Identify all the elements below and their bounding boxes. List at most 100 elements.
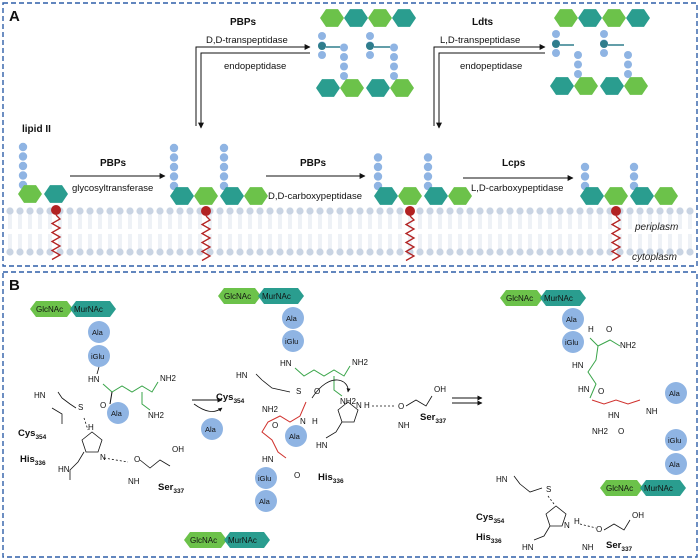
ala-label-2b: Ala xyxy=(289,432,301,441)
lipid-head-inner xyxy=(296,248,304,256)
peptide-residue xyxy=(390,43,398,52)
peptide-residue xyxy=(18,171,28,180)
lipid-head-inner xyxy=(596,248,604,256)
glcnac-pill-1: GlcNAc xyxy=(30,301,73,317)
lipid-head-inner xyxy=(336,248,344,256)
step1-activity: glycosyltransferase xyxy=(72,183,153,194)
lipid-head-outer xyxy=(326,207,334,215)
o-label-2c: O xyxy=(294,471,300,480)
iglu-label-3a: iGlu xyxy=(565,338,578,347)
peptide-residue xyxy=(574,60,582,69)
peptide-residue xyxy=(340,62,348,71)
glycan-hex xyxy=(626,9,650,27)
crosslink-residue xyxy=(318,42,326,50)
lipid-head-inner xyxy=(486,248,494,256)
nh2-label-2c: NH2 xyxy=(262,405,279,414)
glycan-hex xyxy=(602,9,626,27)
lipid-bilayer xyxy=(6,207,694,256)
peptide-residue xyxy=(390,53,398,61)
lipid-head-outer xyxy=(186,207,194,215)
iglu-circle-1 xyxy=(88,345,110,367)
glycan-hex xyxy=(316,79,340,97)
murnac-hex xyxy=(44,185,68,203)
lipid-head-outer xyxy=(136,207,144,215)
lipid-anchor-head xyxy=(51,205,61,215)
lipid-head-outer xyxy=(566,207,574,215)
lipid-head-inner xyxy=(616,248,624,256)
nh-label-2: NH xyxy=(398,421,410,430)
lipid-head-outer xyxy=(336,207,344,215)
lipid-head-inner xyxy=(556,248,564,256)
lipid-head-outer xyxy=(176,207,184,215)
lipid-head-outer xyxy=(76,207,84,215)
lipid-head-outer xyxy=(296,207,304,215)
lipid-head-outer xyxy=(226,207,234,215)
peptide-residue xyxy=(18,152,28,161)
o-label-3d: O xyxy=(596,525,602,534)
svg-text:MurNAc: MurNAc xyxy=(262,292,291,301)
hn-label-2b: HN xyxy=(236,371,248,380)
lipid-head-inner xyxy=(606,248,614,256)
lipid-head-inner xyxy=(216,248,224,256)
lipid-head-inner xyxy=(536,248,544,256)
membrane xyxy=(5,207,695,256)
iglu-label-2b: iGlu xyxy=(258,474,271,483)
his-label-1: His336 xyxy=(20,454,46,467)
lipid-head-inner xyxy=(356,248,364,256)
lipid-head-outer xyxy=(426,207,434,215)
structure-2: GlcNAc MurNAc Ala iGlu HN NH2 NH2 S O HN… xyxy=(184,288,447,548)
ala-circle-2b xyxy=(285,425,307,447)
ser-label-2: Ser337 xyxy=(420,412,447,425)
ala-label-3c: Ala xyxy=(669,460,681,469)
peptide-residue xyxy=(373,162,383,172)
peptide-residue xyxy=(423,172,433,181)
panel-b-letter: B xyxy=(9,277,20,294)
iglu-circle-3a xyxy=(562,331,584,353)
lipid-head-outer xyxy=(386,207,394,215)
murnac-hex xyxy=(580,187,604,205)
lipid-head-outer xyxy=(286,207,294,215)
lipid-head-outer xyxy=(146,207,154,215)
lipid-head-inner xyxy=(26,248,34,256)
lipid-head-outer xyxy=(516,207,524,215)
glcnac-hex xyxy=(244,187,268,205)
peptide-residue xyxy=(366,51,374,59)
peptide-residue xyxy=(580,172,590,181)
h-label-3: H xyxy=(588,325,594,334)
lipid-head-outer xyxy=(256,207,264,215)
lipid-head-outer xyxy=(596,207,604,215)
lipid-head-inner xyxy=(636,248,644,256)
n-label-2: N xyxy=(300,417,306,426)
svg-text:GlcNAc: GlcNAc xyxy=(506,294,533,303)
lipid-head-outer xyxy=(66,207,74,215)
lipid-head-outer xyxy=(6,207,14,215)
glcnac-hex xyxy=(18,185,42,203)
ala-circle-3c xyxy=(665,453,687,475)
lipid-head-inner xyxy=(236,248,244,256)
ala-circle-2c xyxy=(255,490,277,512)
lipid-head-outer xyxy=(666,207,674,215)
lipid-head-outer xyxy=(456,207,464,215)
o-label-1b: O xyxy=(134,455,140,464)
peptide-residue xyxy=(574,51,582,59)
lipid-head-inner xyxy=(666,248,674,256)
lipid-head-inner xyxy=(566,248,574,256)
nh2-label-2a: NH2 xyxy=(352,358,369,367)
ala-label-1b: Ala xyxy=(111,409,123,418)
lipid-head-inner xyxy=(456,248,464,256)
up1-enzyme: PBPs xyxy=(230,17,257,28)
iglu-label-3b: iGlu xyxy=(668,436,681,445)
o-label-1: O xyxy=(100,401,106,410)
murnac-pill-3b: MurNAc xyxy=(640,480,686,496)
lipid-head-inner xyxy=(66,248,74,256)
lipid-head-outer xyxy=(656,207,664,215)
peptide-residue xyxy=(219,153,229,162)
peptide-residue xyxy=(340,53,348,61)
peptide-residue xyxy=(600,30,608,38)
lipid-head-inner xyxy=(196,248,204,256)
cys-label-1: Cys354 xyxy=(18,428,47,441)
lipid-head-outer xyxy=(106,207,114,215)
glcnac-hex xyxy=(398,187,422,205)
lipid-head-inner xyxy=(576,248,584,256)
ala-circle-1a xyxy=(88,321,110,343)
